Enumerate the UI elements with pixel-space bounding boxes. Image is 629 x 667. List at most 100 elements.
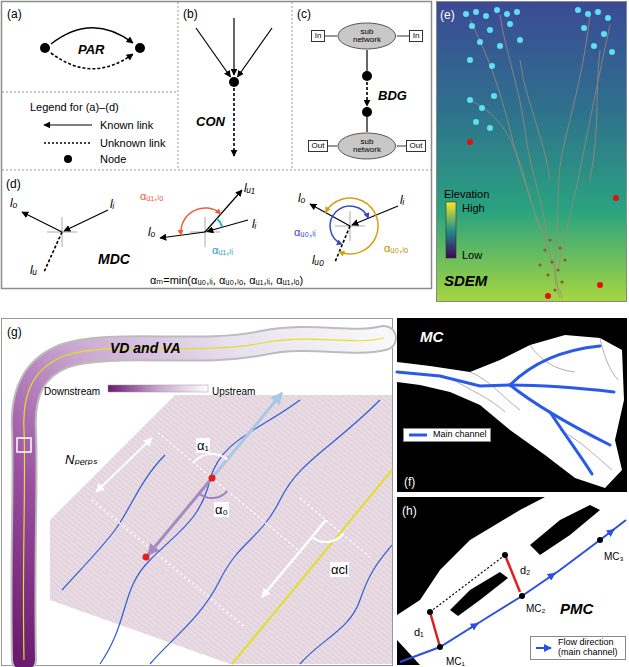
link-label-text: lᵤ₀ (312, 253, 324, 267)
elevation-map-part-part (560, 280, 563, 283)
elevation-map-part-part (538, 263, 541, 266)
method-name-text: MC (420, 328, 443, 345)
pmc-map-part (502, 552, 508, 558)
angle-label-text: αᵤ₀,ₗₒ (384, 242, 408, 254)
legend-item: Unknown link (40, 137, 165, 149)
elevation-map-part-part (514, 9, 520, 15)
panel-label: (c) (297, 4, 311, 22)
link-label-text: lₒ (148, 225, 155, 239)
vd-va-illustration-part (199, 491, 227, 498)
mdc-diagram-part (326, 198, 379, 254)
panel-label: (f) (404, 472, 415, 490)
delta-map-part-part (510, 346, 600, 385)
bdg-graph-part (366, 117, 367, 132)
vd-va-illustration-part (50, 395, 392, 664)
elevation-map-part-part (520, 60, 550, 180)
elevation-map-part-part (479, 105, 485, 111)
elevation-map-part-part (504, 11, 510, 17)
pmc-map-part (470, 623, 478, 628)
vd-va-illustration-part (312, 534, 343, 542)
mdc-diagram-part (160, 232, 205, 238)
mdc-diagram-part (205, 190, 242, 232)
elevation-map-part (470, 15, 610, 298)
pmc-map-part (430, 612, 440, 647)
link-label-text: lᵢ (400, 193, 404, 207)
panel-label-text: (c) (297, 7, 311, 21)
mdc-diagram-part (335, 226, 350, 262)
pmc-map-part (519, 593, 525, 599)
vd-va-illustration-part (143, 554, 150, 561)
port-box: Out (406, 140, 426, 152)
pmc-map (397, 497, 627, 665)
angle-label-text: αᵤ₁,ₗₒ (140, 190, 163, 202)
method-name: BDG (378, 86, 407, 104)
node-text-group: sub network (347, 138, 387, 155)
vd-va-illustration-part-part (300, 498, 370, 557)
legend-item: Main channel (403, 428, 491, 442)
con-graph-part (233, 88, 235, 156)
panel-label: (g) (7, 322, 22, 340)
link-label: lᵤ₁ (244, 178, 255, 196)
method-name: CON (196, 112, 225, 130)
point-label-text: MC₁ (446, 656, 465, 667)
mdc-diagram-part (64, 210, 108, 231)
elevation-map-part-part (550, 260, 553, 263)
port-box: In (409, 30, 423, 42)
mdc-diagram (22, 190, 398, 272)
delta-map-part-part (600, 338, 618, 380)
flow-direction-sample-arrow (536, 647, 551, 649)
mdc-diagram-part (330, 206, 368, 244)
mdc-diagram-part (47, 211, 365, 247)
link-label-text: lₒ (10, 196, 17, 210)
vd-va-illustration-part (96, 438, 152, 492)
math-label-text: Nₚₑᵣₚₛ (64, 452, 99, 467)
par-graph (40, 28, 145, 69)
elevation-map-part-part (463, 11, 469, 17)
link-label-text: lᵢ (252, 217, 256, 231)
mdc-diagram-part (181, 208, 221, 235)
delta-map-part (397, 335, 624, 488)
link-label: lᵤ (30, 260, 37, 278)
port-box: Out (308, 140, 328, 152)
known-link-sample-line (44, 124, 92, 125)
vd-va-illustration-part-part (100, 400, 300, 664)
delta-map-part-part (397, 372, 510, 386)
panel-label: (a) (7, 4, 22, 22)
pmc-map-part (397, 497, 545, 615)
node-sample (40, 153, 96, 165)
legend-title-text: Legend for (a)–(d) (30, 101, 119, 113)
elevation-map-part-part (558, 25, 610, 270)
elevation-map-part-part (467, 97, 473, 103)
link-label: lᵢ (110, 194, 114, 212)
unknown-link-sample (40, 137, 96, 149)
delta-map-part-part (510, 385, 610, 445)
elevation-map-part-part (487, 125, 493, 131)
panel-label: (e) (440, 5, 455, 23)
con-graph-part (238, 28, 273, 77)
panel-frame-part (2, 2, 432, 289)
elevation-map-part-part (548, 238, 551, 241)
flow-direction-sample (534, 643, 554, 653)
angle-label: αᵤ₀,ₗₒ (384, 238, 408, 256)
method-name: MC (420, 328, 443, 346)
formula-text-text: αₘ=min(αᵤ₀,ₗᵢ, αᵤ₀,ₗₒ, αᵤ₁,ₗᵢ, αᵤ₁,ₗₒ) (150, 274, 303, 286)
vd-va-illustration-part (209, 475, 216, 482)
method-name-text: VD and VA (110, 340, 181, 356)
point-label: MC₂ (526, 598, 545, 616)
link-label: lₒ (298, 188, 305, 206)
link-label-text: lᵢ (110, 197, 114, 211)
elevation-map-part-part (546, 273, 549, 276)
elevation-map-part-part (473, 119, 479, 125)
link-label: lₒ (10, 193, 17, 211)
pmc-map-part (505, 555, 520, 592)
colorbar-label-text: Downstream (44, 386, 100, 397)
colorbar-label-text: Low (462, 249, 482, 261)
elevation-map-part-part (497, 43, 503, 49)
con-graph-part (233, 18, 234, 75)
elevation-map-part (467, 139, 619, 299)
colorbar-label: High (462, 198, 485, 216)
panel-label-text: (d) (6, 177, 21, 191)
elevation-map-part-part (597, 282, 603, 288)
elevation-map-part-part (558, 246, 561, 249)
